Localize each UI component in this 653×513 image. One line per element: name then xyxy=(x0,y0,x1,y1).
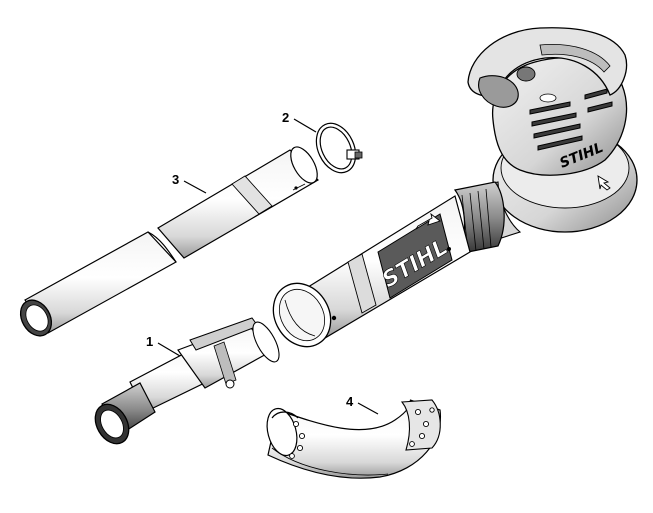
air-vents xyxy=(529,88,613,151)
outlet-collar xyxy=(453,181,505,255)
vent-holes xyxy=(289,420,306,459)
direction-arrow-icon xyxy=(415,212,441,230)
callout-label-4: 4 xyxy=(346,394,354,409)
callout-label-1: 1 xyxy=(146,334,153,349)
blower-housing: STIHL xyxy=(453,27,638,255)
callout-label-3: 3 xyxy=(172,172,179,187)
callout-3: 3 xyxy=(172,172,207,194)
curved-nozzle-part-4 xyxy=(266,399,442,479)
callout-1: 1 xyxy=(146,334,181,357)
hose-clamp-part-2 xyxy=(315,122,363,174)
blower-main-tube: STIHL xyxy=(272,195,471,348)
callout-2: 2 xyxy=(282,110,317,133)
round-nozzle-part-1 xyxy=(94,317,280,445)
callout-4: 4 xyxy=(346,394,379,415)
callout-label-2: 2 xyxy=(282,110,289,125)
blower-tube-part-3 xyxy=(19,146,319,337)
direction-arrow-icon xyxy=(597,175,611,191)
